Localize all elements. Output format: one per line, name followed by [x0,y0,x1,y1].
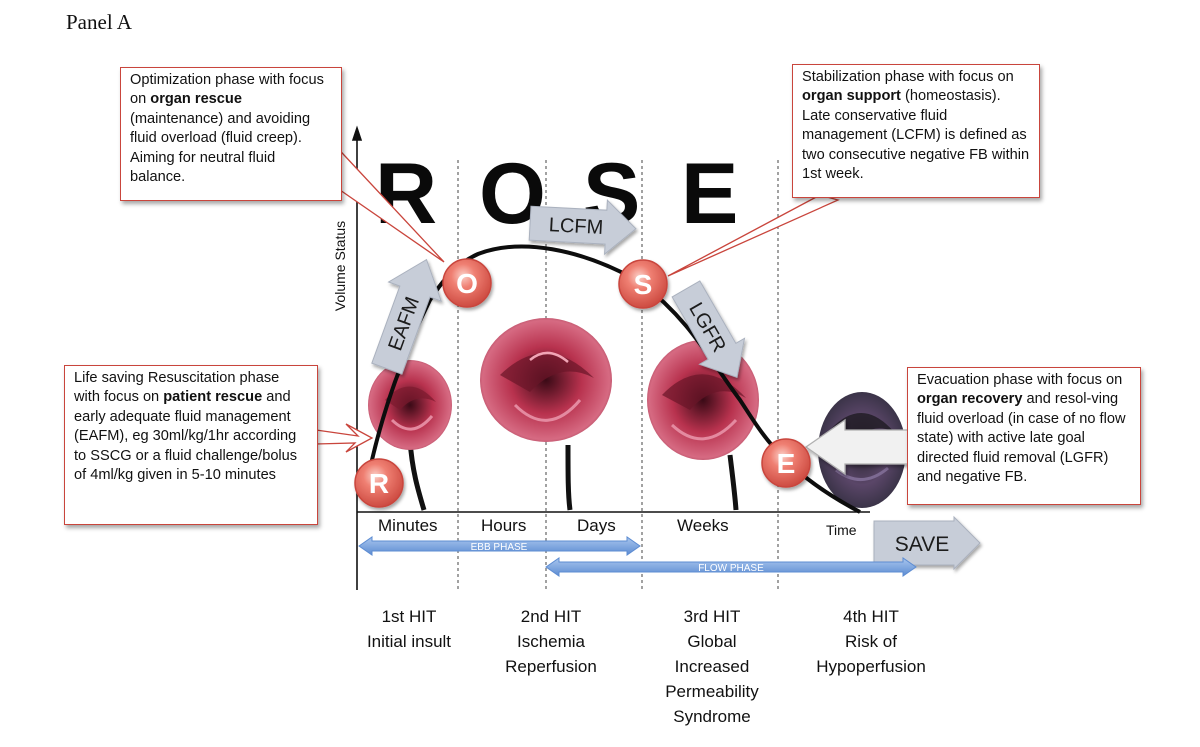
roses [368,318,906,511]
lcfm-label: LCFM [548,214,604,239]
hit-1-line-2: Initial insult [366,632,452,651]
flow-phase-bar: FLOW PHASE [545,557,917,577]
rose-image [368,360,452,511]
phase-circle-e [761,438,811,488]
timeline-hours: Hours [481,516,527,535]
callout-text: Stabilization phase with focus on [802,69,1014,85]
hit-4: 4th HIT Risk of Hypoperfusion [800,604,942,679]
hit-4-line-2: Risk of [845,632,897,651]
timeline-minutes: Minutes [378,516,438,535]
phase-arrows: EAFM LCFM LGFR SAVE [371,199,981,571]
phase-letter-s: S [634,269,653,300]
hit-1-line-1: 1st HIT [381,607,437,626]
axes [351,125,870,590]
callout-optimization: Optimization phase with focus on organ r… [120,67,342,201]
hit-3: 3rd HIT Global Increased Permeability Sy… [650,604,774,729]
hit-1: 1st HIT Initial insult [352,604,466,654]
callout-text: (homeostasis). Late conservative fluid m… [802,88,1030,183]
eafm-arrow: EAFM [371,258,443,375]
phase-letter-o: O [456,268,478,299]
y-axis-label: Volume Status [332,221,348,311]
hit-2-line-3: Reperfusion [505,657,597,676]
title-letter-e: E [681,146,738,242]
callout-bold-text: patient rescue [163,389,263,406]
callout-bold-text: organ support [802,88,901,105]
phase-letter-r: R [369,468,389,499]
phase-circle-o [442,258,492,308]
flow-phase-label: FLOW PHASE [698,563,764,574]
callout-bold-text: organ recovery [917,391,1023,408]
hit-3-line-4: Permeability [665,682,759,701]
hit-3-line-3: Increased [674,657,750,676]
hit-2: 2nd HIT Ischemia Reperfusion [488,604,614,679]
save-arrow: SAVE [873,515,981,571]
hit-3-line-5: Syndrome [673,707,751,726]
timeline-weeks: Weeks [677,516,729,535]
hit-4-line-3: Hypoperfusion [816,657,926,676]
hit-3-line-2: Global [687,632,737,651]
phase-circles: O S R E [354,258,811,508]
phase-bars: EBB PHASE FLOW PHASE [358,536,917,577]
rose-image [480,318,612,511]
callout-text: Life saving Resuscitation phase with foc… [74,370,280,406]
hit-2-line-2: Ischemia [516,632,586,651]
callout-pointers [315,137,915,476]
x-axis-label: Time [826,522,857,538]
save-label: SAVE [895,533,949,556]
callout-resuscitation: Life saving Resuscitation phase with foc… [64,365,318,525]
hit-4-line-1: 4th HIT [843,607,899,626]
callout-text: and resol-ving fluid overload (in case o… [917,391,1126,486]
callout-text: Optimization phase with focus on [130,72,324,108]
callout-text: and early adequate fluid management (EAF… [74,389,298,484]
timeline-days: Days [577,516,616,535]
lcfm-arrow: LCFM [528,199,637,256]
phase-circle-r [354,458,404,508]
callout-bold-text: organ rescue [150,91,242,108]
phase-letter-e: E [777,448,796,479]
hit-2-line-1: 2nd HIT [520,607,582,626]
title-letters: R O S E [375,146,738,242]
ebb-phase-bar: EBB PHASE [358,536,641,556]
callout-text: Evacuation phase with focus on [917,372,1123,388]
callout-evacuation: Evacuation phase with focus on organ rec… [907,367,1141,505]
ebb-phase-label: EBB PHASE [471,542,528,553]
panel-label: Panel A [66,10,132,34]
callout-stabilization: Stabilization phase with focus on organ … [792,64,1040,198]
callout-text: (maintenance) and avoiding fluid overloa… [130,110,311,186]
hit-3-line-1: 3rd HIT [683,607,741,626]
phase-circle-s [618,259,668,309]
